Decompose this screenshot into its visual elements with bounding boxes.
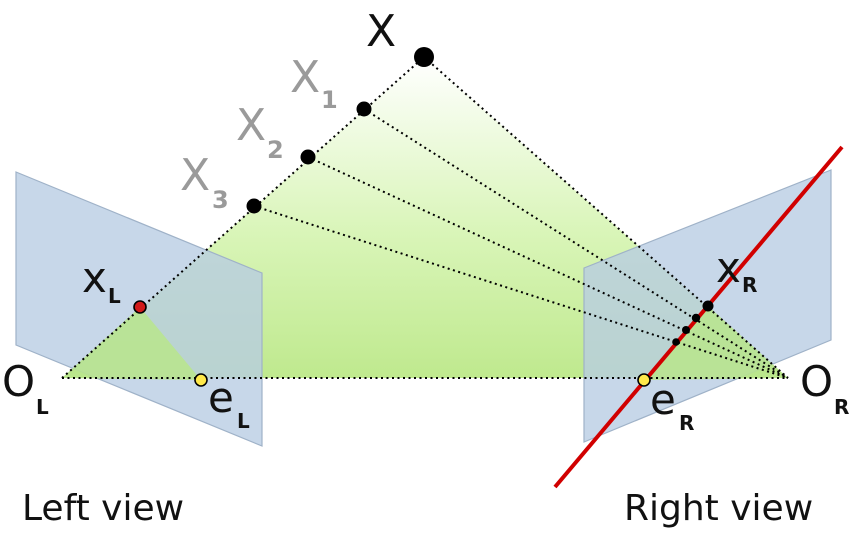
label-eL: e bbox=[208, 373, 234, 422]
label-X2-sub: 2 bbox=[267, 136, 284, 164]
label-X3: X bbox=[180, 150, 210, 201]
projection-X1 bbox=[691, 313, 701, 323]
right-plane-triangle bbox=[644, 306, 788, 380]
label-OR: O bbox=[800, 357, 833, 406]
epipole-eL bbox=[194, 373, 208, 387]
label-X3-sub: 3 bbox=[212, 186, 229, 214]
label-X1-sub: 1 bbox=[321, 86, 338, 114]
label-OR-sub: R bbox=[834, 395, 849, 419]
epipole-eR bbox=[637, 373, 651, 387]
label-OL-sub: L bbox=[36, 395, 49, 419]
point-X1 bbox=[356, 101, 372, 117]
label-OL: O bbox=[2, 357, 35, 406]
point-X bbox=[414, 47, 434, 67]
left-plane-triangle bbox=[62, 307, 201, 380]
label-eL-sub: L bbox=[237, 409, 250, 433]
ray-X bbox=[423, 56, 789, 379]
label-X1: X bbox=[290, 52, 320, 103]
projection-X2 bbox=[682, 326, 690, 334]
point-X3 bbox=[246, 198, 262, 214]
caption-left-view: Left view bbox=[22, 488, 184, 529]
label-xL-sub: L bbox=[108, 284, 121, 308]
projection-X3 bbox=[672, 338, 680, 346]
label-X: X bbox=[366, 6, 396, 57]
ray-X2 bbox=[307, 156, 789, 379]
ray-X3 bbox=[253, 205, 789, 379]
label-eR: e bbox=[650, 375, 676, 424]
label-xR-sub: R bbox=[742, 273, 757, 297]
point-xR bbox=[702, 300, 714, 312]
label-xR: x bbox=[716, 243, 741, 292]
ray-X1 bbox=[363, 108, 789, 379]
point-X2 bbox=[300, 149, 316, 165]
label-X2: X bbox=[236, 100, 266, 151]
caption-right-view: Right view bbox=[624, 488, 813, 529]
label-xL: x bbox=[82, 253, 107, 302]
point-xL bbox=[133, 300, 147, 314]
label-eR-sub: R bbox=[679, 411, 694, 435]
